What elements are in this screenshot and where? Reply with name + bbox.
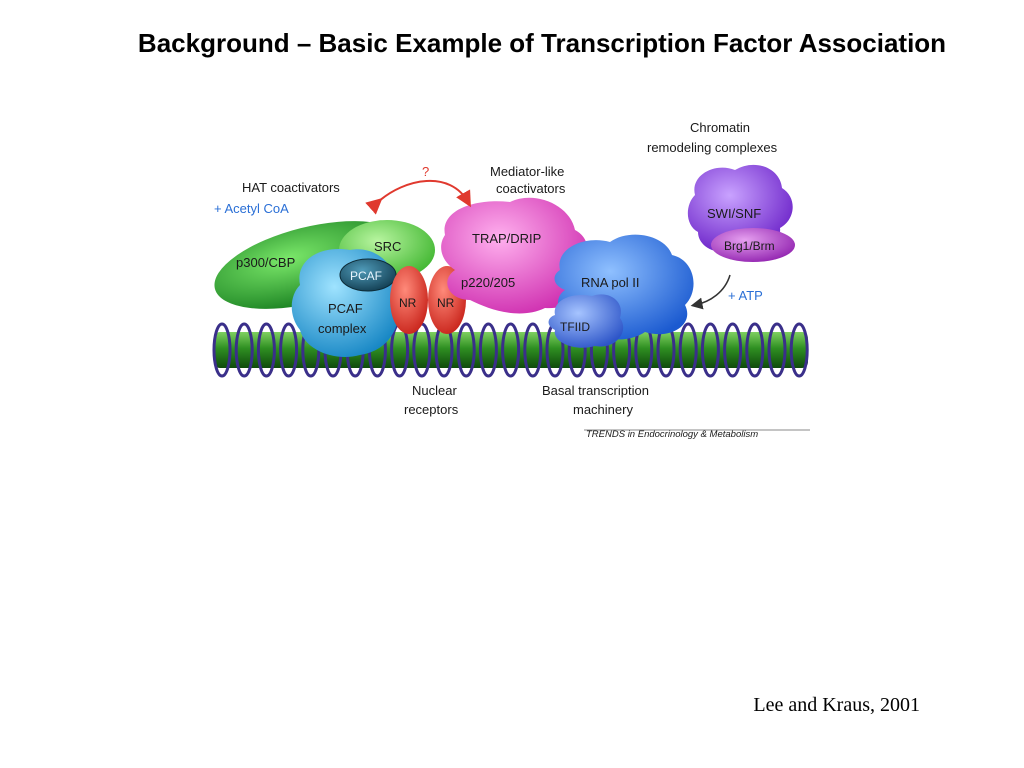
brg-label: Brg1/Brm [724, 239, 775, 253]
nr-label-2: NR [437, 296, 455, 310]
nr-label-1: NR [399, 296, 417, 310]
trap-label: TRAP/DRIP [472, 231, 541, 246]
nuclear-label-2: receptors [404, 402, 459, 417]
atp-arrow [690, 274, 731, 310]
mediator-label-1: Mediator-like [490, 164, 564, 179]
histone-coil [678, 322, 698, 378]
src-label: SRC [374, 239, 401, 254]
diagram-canvas: HAT coactivators + Acetyl CoA ? Mediator… [212, 120, 810, 440]
hat-coactivators-label: HAT coactivators [242, 180, 340, 195]
histone-coil [745, 322, 765, 378]
basal-label-1: Basal transcription [542, 383, 649, 398]
rnapol-label: RNA pol II [581, 275, 640, 290]
basal-label-2: machinery [573, 402, 633, 417]
histone-coil [501, 322, 521, 378]
acetyl-coa-label: + Acetyl CoA [214, 201, 289, 216]
atp-label: + ATP [728, 288, 763, 303]
transcription-diagram: HAT coactivators + Acetyl CoA ? Mediator… [200, 110, 820, 450]
histone-coil [456, 322, 476, 378]
histone-coil [767, 322, 787, 378]
brg1-brm-protein [711, 228, 795, 262]
trap-drip-protein [441, 197, 588, 314]
source-label: TRENDS in Endocrinology & Metabolism [586, 429, 758, 440]
histone-coil [723, 322, 743, 378]
histone-coil [700, 322, 720, 378]
histone-coil [478, 322, 498, 378]
histone-coil [256, 322, 276, 378]
nr-protein-1 [390, 266, 428, 334]
pcaf-label: PCAF [350, 269, 382, 283]
question-mark: ? [422, 164, 429, 179]
p300-label: p300/CBP [236, 255, 295, 270]
pcaf-complex-label-1: PCAF [328, 301, 363, 316]
histone-coil [279, 322, 299, 378]
histone-coil [789, 322, 809, 378]
tfiid-label: TFIID [560, 320, 590, 334]
mediator-label-2: coactivators [496, 181, 566, 196]
nuclear-label-1: Nuclear [412, 383, 457, 398]
histone-coil [234, 322, 254, 378]
slide-title: Background – Basic Example of Transcript… [137, 28, 947, 58]
citation: Lee and Kraus, 2001 [753, 694, 920, 716]
pcaf-complex-label-2: complex [318, 321, 367, 336]
histone-coil [212, 322, 232, 378]
interaction-arrow [365, 179, 471, 215]
tfiid-protein [548, 294, 624, 348]
chromatin-label-2: remodeling complexes [647, 140, 778, 155]
p220-label: p220/205 [461, 275, 515, 290]
histone-coil [523, 322, 543, 378]
chromatin-label-1: Chromatin [690, 120, 750, 135]
swisnf-label: SWI/SNF [707, 206, 761, 221]
pcaf-protein [339, 258, 397, 292]
